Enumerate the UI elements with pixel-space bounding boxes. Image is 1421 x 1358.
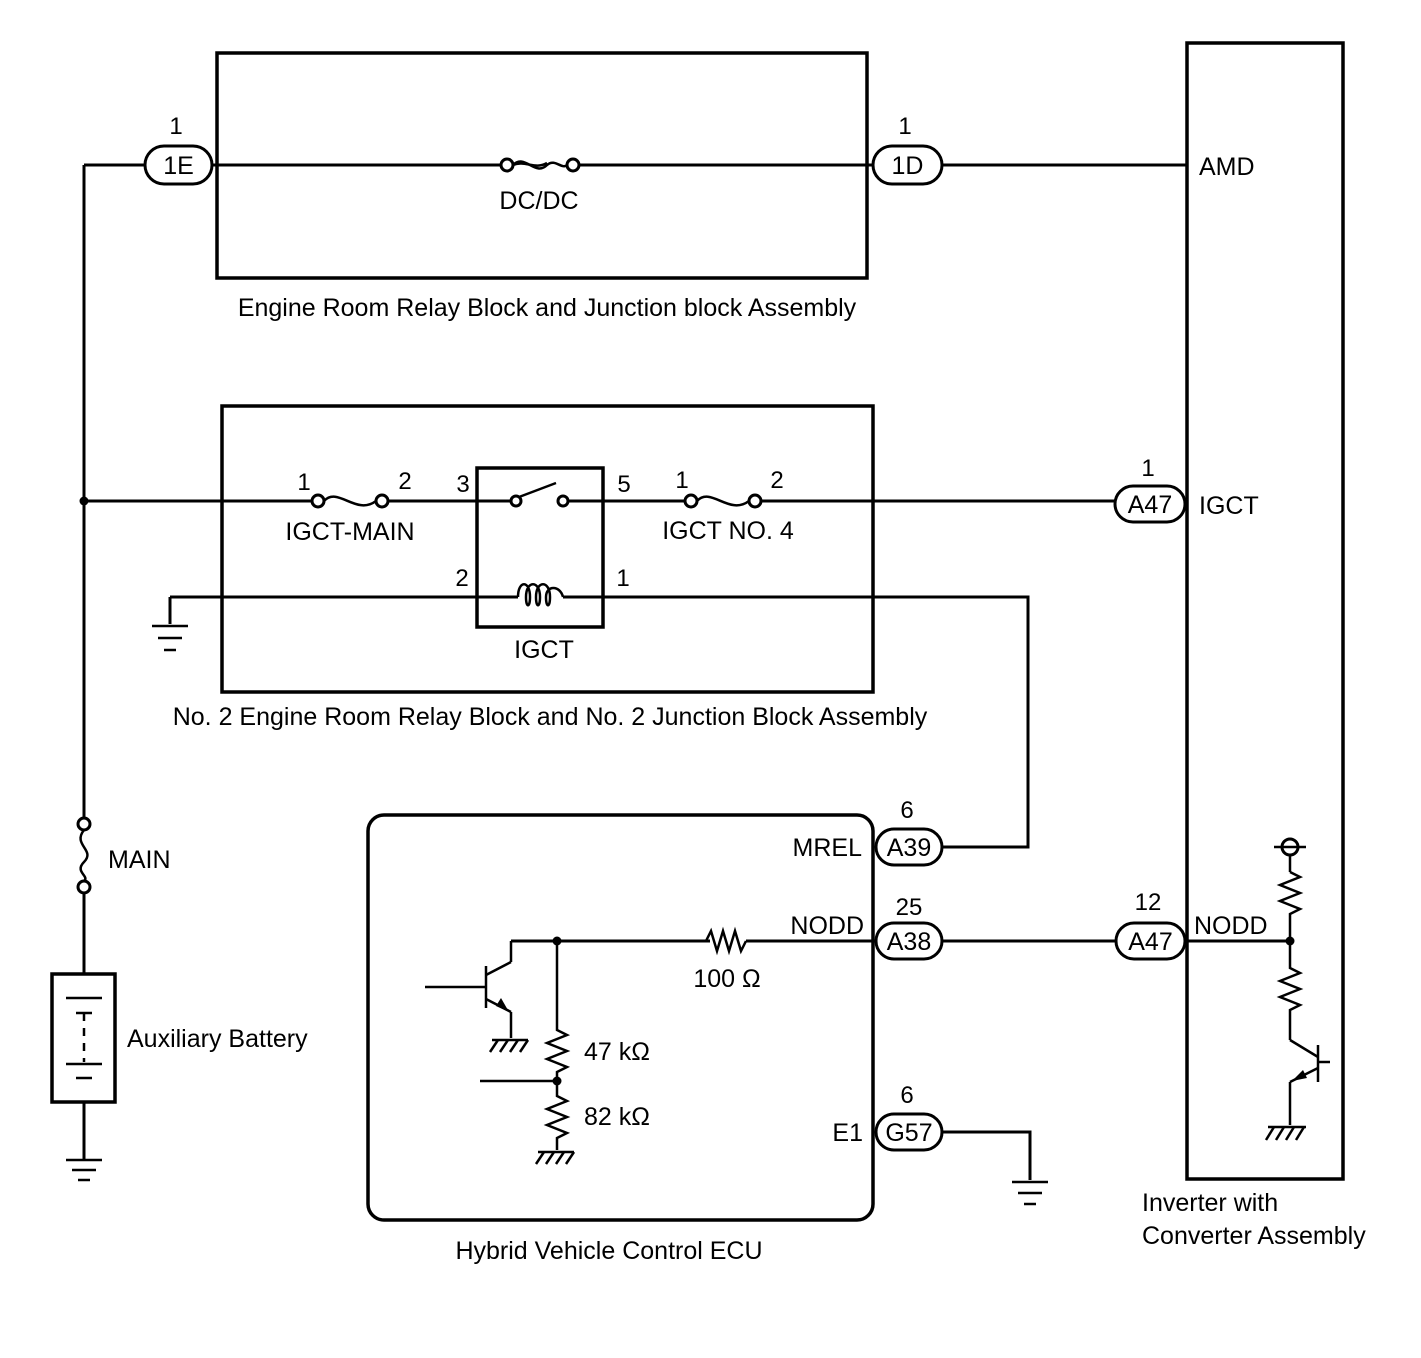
svg-text:1: 1: [1141, 455, 1154, 482]
pin-label: 5: [617, 471, 630, 498]
connector-a47-igct: A47 1: [1113, 455, 1187, 524]
wire-main-left: [82, 163, 145, 818]
terminal-label-e1: E1: [832, 1119, 863, 1147]
svg-text:6: 6: [900, 1082, 913, 1109]
ground-symbol-inverter: [1264, 1125, 1306, 1141]
ecu-transistor-symbol: [425, 941, 513, 1038]
junction-dot: [79, 496, 89, 506]
connector-a38: A38 25: [874, 894, 944, 961]
pin-label: 2: [770, 467, 783, 494]
resistor-label-100: 100 Ω: [693, 965, 760, 993]
inverter-transistor-symbol: [1288, 1038, 1330, 1125]
block-label-no2-engine-room-relay: No. 2 Engine Room Relay Block and No. 2 …: [173, 703, 928, 731]
svg-text:12: 12: [1135, 889, 1162, 916]
relay-switch-symbol: [509, 481, 570, 508]
svg-text:A47: A47: [1128, 928, 1172, 956]
block-label-inverter-line1: Inverter with: [1142, 1189, 1278, 1217]
svg-text:A39: A39: [887, 834, 931, 862]
svg-text:1D: 1D: [892, 152, 924, 180]
no2-engine-room-relay-block: [220, 404, 875, 694]
resistor-100-ohm: [704, 926, 748, 956]
svg-text:A47: A47: [1128, 491, 1172, 519]
relay-box: [475, 466, 605, 629]
terminal-label-igct: IGCT: [1199, 492, 1259, 520]
block-label-engine-room-relay: Engine Room Relay Block and Junction blo…: [238, 294, 857, 322]
relay-coil-symbol: [516, 583, 565, 607]
hv-ecu-block: [366, 813, 875, 1222]
pullup-supply-symbol: [1274, 837, 1306, 872]
pin-label: 2: [455, 565, 468, 592]
connector-1e: 1E 1: [143, 113, 214, 186]
connector-1d: 1D 1: [871, 113, 944, 186]
terminal-label-amd: AMD: [1199, 153, 1255, 181]
svg-text:A38: A38: [887, 928, 931, 956]
svg-text:1: 1: [169, 113, 182, 140]
block-label-inverter-line2: Converter Assembly: [1142, 1222, 1366, 1250]
connector-a39: A39 6: [874, 797, 944, 867]
resistor-inverter-pullup: [1276, 870, 1304, 941]
terminal-label-nodd-inverter: NODD: [1194, 912, 1268, 940]
ground-symbol-coil: [152, 624, 188, 652]
fuse-label-dcdc: DC/DC: [499, 187, 578, 215]
ground-symbol-battery: [66, 1158, 102, 1182]
wire-e1-ground: [942, 1130, 1032, 1180]
igct-no4-fuse-symbol: [683, 493, 763, 509]
battery-label: Auxiliary Battery: [127, 1025, 308, 1053]
relay-label-igct: IGCT: [514, 636, 574, 664]
fuse-label-igct-no4: IGCT NO. 4: [662, 517, 794, 545]
fuse-label-main: MAIN: [108, 846, 171, 874]
svg-text:G57: G57: [885, 1119, 932, 1147]
svg-text:1E: 1E: [163, 152, 194, 180]
main-fuse-symbol: [76, 816, 92, 895]
resistor-47k: [543, 941, 571, 1081]
pin-label: 2: [398, 468, 411, 495]
dcdc-fuse-symbol: [499, 157, 581, 173]
battery-symbol: [50, 972, 117, 1104]
resistor-label-47k: 47 kΩ: [584, 1038, 650, 1066]
block-label-hv-ecu: Hybrid Vehicle Control ECU: [455, 1237, 762, 1265]
pin-label: 1: [675, 467, 688, 494]
resistor-label-82k: 82 kΩ: [584, 1103, 650, 1131]
svg-text:6: 6: [900, 797, 913, 824]
ground-symbol-e1: [1012, 1180, 1048, 1206]
igct-main-fuse-symbol: [310, 493, 390, 509]
wire-coil-ground: [168, 595, 518, 624]
terminal-label-nodd-ecu: NODD: [790, 912, 864, 940]
pin-label: 1: [297, 469, 310, 496]
inverter-block: [1185, 41, 1345, 1181]
ground-symbol-ecu-divider: [534, 1150, 576, 1165]
fuse-label-igct-main: IGCT-MAIN: [285, 518, 414, 546]
connector-g57: G57 6: [874, 1082, 944, 1152]
terminal-label-mrel: MREL: [793, 834, 863, 862]
ground-symbol-ecu-transistor: [488, 1038, 530, 1053]
svg-text:1: 1: [898, 113, 911, 140]
svg-text:25: 25: [896, 894, 923, 921]
connector-a47-nodd: A47 12: [1114, 889, 1187, 961]
resistor-82k: [543, 1081, 571, 1150]
pin-label: 1: [616, 565, 629, 592]
wire-coil-to-mrel: [563, 595, 1030, 849]
pin-label: 3: [456, 471, 469, 498]
resistor-inverter-series: [1276, 941, 1304, 1040]
